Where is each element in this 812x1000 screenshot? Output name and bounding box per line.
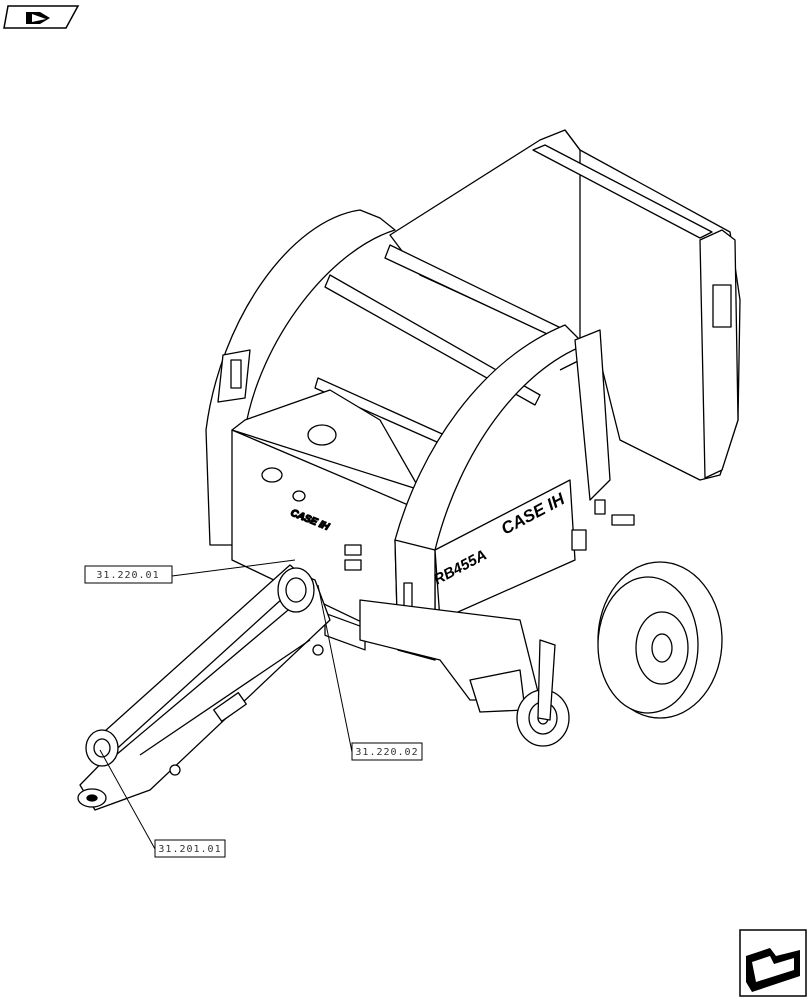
callout-label: 31.220.01 [96,570,159,581]
callout-31-220-01[interactable]: 31.220.01 [84,559,296,584]
callout-label: 31.201.01 [158,844,221,855]
baler-drawing: CASE IH [77,129,741,811]
navigation-arrow-icon[interactable] [739,929,807,997]
callout-31-220-02[interactable]: 31.220.02 [317,584,423,761]
callout-31-201-01[interactable]: 31.201.01 [99,749,226,858]
book-reference-icon[interactable] [3,5,80,29]
callout-label: 31.220.02 [355,747,418,758]
